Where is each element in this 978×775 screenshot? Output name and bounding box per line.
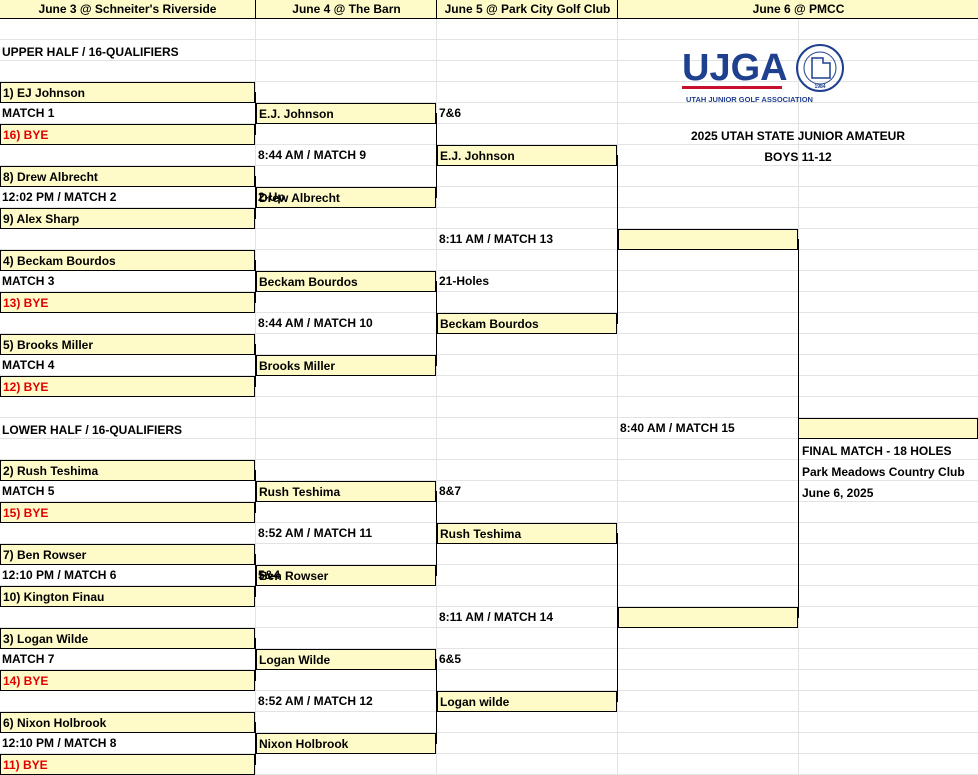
match-connector <box>255 638 256 681</box>
final-venue: Park Meadows Country Club <box>802 465 965 479</box>
match-label: 12:02 PM / MATCH 2 <box>2 190 117 204</box>
round2-winner: Nixon Holbrook <box>256 733 436 754</box>
ujga-logo: UJGA 1984 UTAH JUNIOR GOLF ASSOCIATION <box>680 36 845 106</box>
match-label: 8:52 AM / MATCH 12 <box>258 694 373 708</box>
final-date: June 6, 2025 <box>802 486 874 500</box>
match-label: 8:52 AM / MATCH 11 <box>258 526 373 540</box>
round2-winner: Beckam Bourdos <box>256 271 436 292</box>
header-round-4: June 6 @ PMCC <box>617 0 978 19</box>
seed-slot: 1) EJ Johnson <box>0 82 255 103</box>
score-label: 7&6 <box>439 106 462 120</box>
seed-slot: 11) BYE <box>0 754 255 775</box>
upper-half-label: UPPER HALF / 16-QUALIFIERS <box>2 45 179 59</box>
match-connector <box>255 344 256 387</box>
round2-winner: Brooks Miller <box>256 355 436 376</box>
score-label: 5&4 <box>258 568 281 582</box>
cell <box>437 82 617 103</box>
score-label: 8&7 <box>439 484 462 498</box>
seed-slot: 8) Drew Albrecht <box>0 166 255 187</box>
match-connector <box>255 260 256 303</box>
match-connector <box>436 113 437 198</box>
seed-slot: 6) Nixon Holbrook <box>0 712 255 733</box>
seed-slot: 7) Ben Rowser <box>0 544 255 565</box>
seed-slot: 9) Alex Sharp <box>0 208 255 229</box>
seed-slot: 2) Rush Teshima <box>0 460 255 481</box>
score-label: 6&5 <box>439 652 462 666</box>
match-label: MATCH 3 <box>2 274 55 288</box>
match-connector <box>436 659 437 744</box>
round2-winner: E.J. Johnson <box>256 103 436 124</box>
header-round-2: June 4 @ The Barn <box>255 0 437 19</box>
seed-slot: 14) BYE <box>0 670 255 691</box>
match-label: 8:11 AM / MATCH 13 <box>439 232 554 246</box>
round3-winner: Rush Teshima <box>437 523 617 544</box>
match-label: 8:44 AM / MATCH 9 <box>258 148 367 162</box>
round2-winner: Logan Wilde <box>256 649 436 670</box>
match-connector <box>436 491 437 576</box>
cell <box>437 460 617 481</box>
header-round-1: June 3 @ Schneiter's Riverside <box>0 0 255 19</box>
final-title: FINAL MATCH - 18 HOLES <box>802 444 952 458</box>
seed-slot: 15) BYE <box>0 502 255 523</box>
semifinal-winner <box>618 229 798 250</box>
round3-winner: Beckam Bourdos <box>437 313 617 334</box>
score-label: 2-Up <box>258 190 285 204</box>
score-label: 21-Holes <box>439 274 490 288</box>
seed-slot: 12) BYE <box>0 376 255 397</box>
logo-letters: UJGA <box>682 47 788 89</box>
match-label: 8:11 AM / MATCH 14 <box>439 610 554 624</box>
round2-winner: Rush Teshima <box>256 481 436 502</box>
lower-half-label: LOWER HALF / 16-QUALIFIERS <box>2 423 182 437</box>
match-connector <box>255 554 256 597</box>
match-label: 12:10 PM / MATCH 8 <box>2 736 117 750</box>
seed-slot: 13) BYE <box>0 292 255 313</box>
match-connector <box>798 239 799 618</box>
match-label: 8:40 AM / MATCH 15 <box>620 421 735 435</box>
match-label: MATCH 7 <box>2 652 55 666</box>
round3-winner: E.J. Johnson <box>437 145 617 166</box>
final-winner-slot <box>798 418 978 439</box>
header-round-3: June 5 @ Park City Golf Club <box>436 0 618 19</box>
round3-winner: Logan wilde <box>437 691 617 712</box>
match-connector <box>255 176 256 219</box>
event-title: 2025 UTAH STATE JUNIOR AMATEUR <box>690 129 906 143</box>
match-label: MATCH 5 <box>2 484 55 498</box>
round2-winner: Ben Rowser <box>256 565 436 586</box>
seed-slot: 4) Beckam Bourdos <box>0 250 255 271</box>
match-label: MATCH 1 <box>2 106 55 120</box>
logo-tagline: UTAH JUNIOR GOLF ASSOCIATION <box>686 95 813 104</box>
logo-seal-year: 1984 <box>814 84 825 90</box>
semifinal-winner <box>618 607 798 628</box>
match-connector <box>617 533 618 702</box>
match-connector <box>617 155 618 324</box>
seed-slot: 10) Kington Finau <box>0 586 255 607</box>
seed-slot: 5) Brooks Miller <box>0 334 255 355</box>
event-division: BOYS 11-12 <box>764 150 832 164</box>
match-connector <box>255 722 256 765</box>
match-label: 12:10 PM / MATCH 6 <box>2 568 117 582</box>
match-connector <box>255 92 256 135</box>
ujga-logo-image: UJGA 1984 UTAH JUNIOR GOLF ASSOCIATION <box>682 44 844 104</box>
match-label: 8:44 AM / MATCH 10 <box>258 316 373 330</box>
seed-slot: 16) BYE <box>0 124 255 145</box>
seed-slot: 3) Logan Wilde <box>0 628 255 649</box>
round2-winner: Drew Albrecht <box>256 187 436 208</box>
match-label: MATCH 4 <box>2 358 55 372</box>
match-connector <box>255 470 256 513</box>
match-connector <box>436 281 437 366</box>
